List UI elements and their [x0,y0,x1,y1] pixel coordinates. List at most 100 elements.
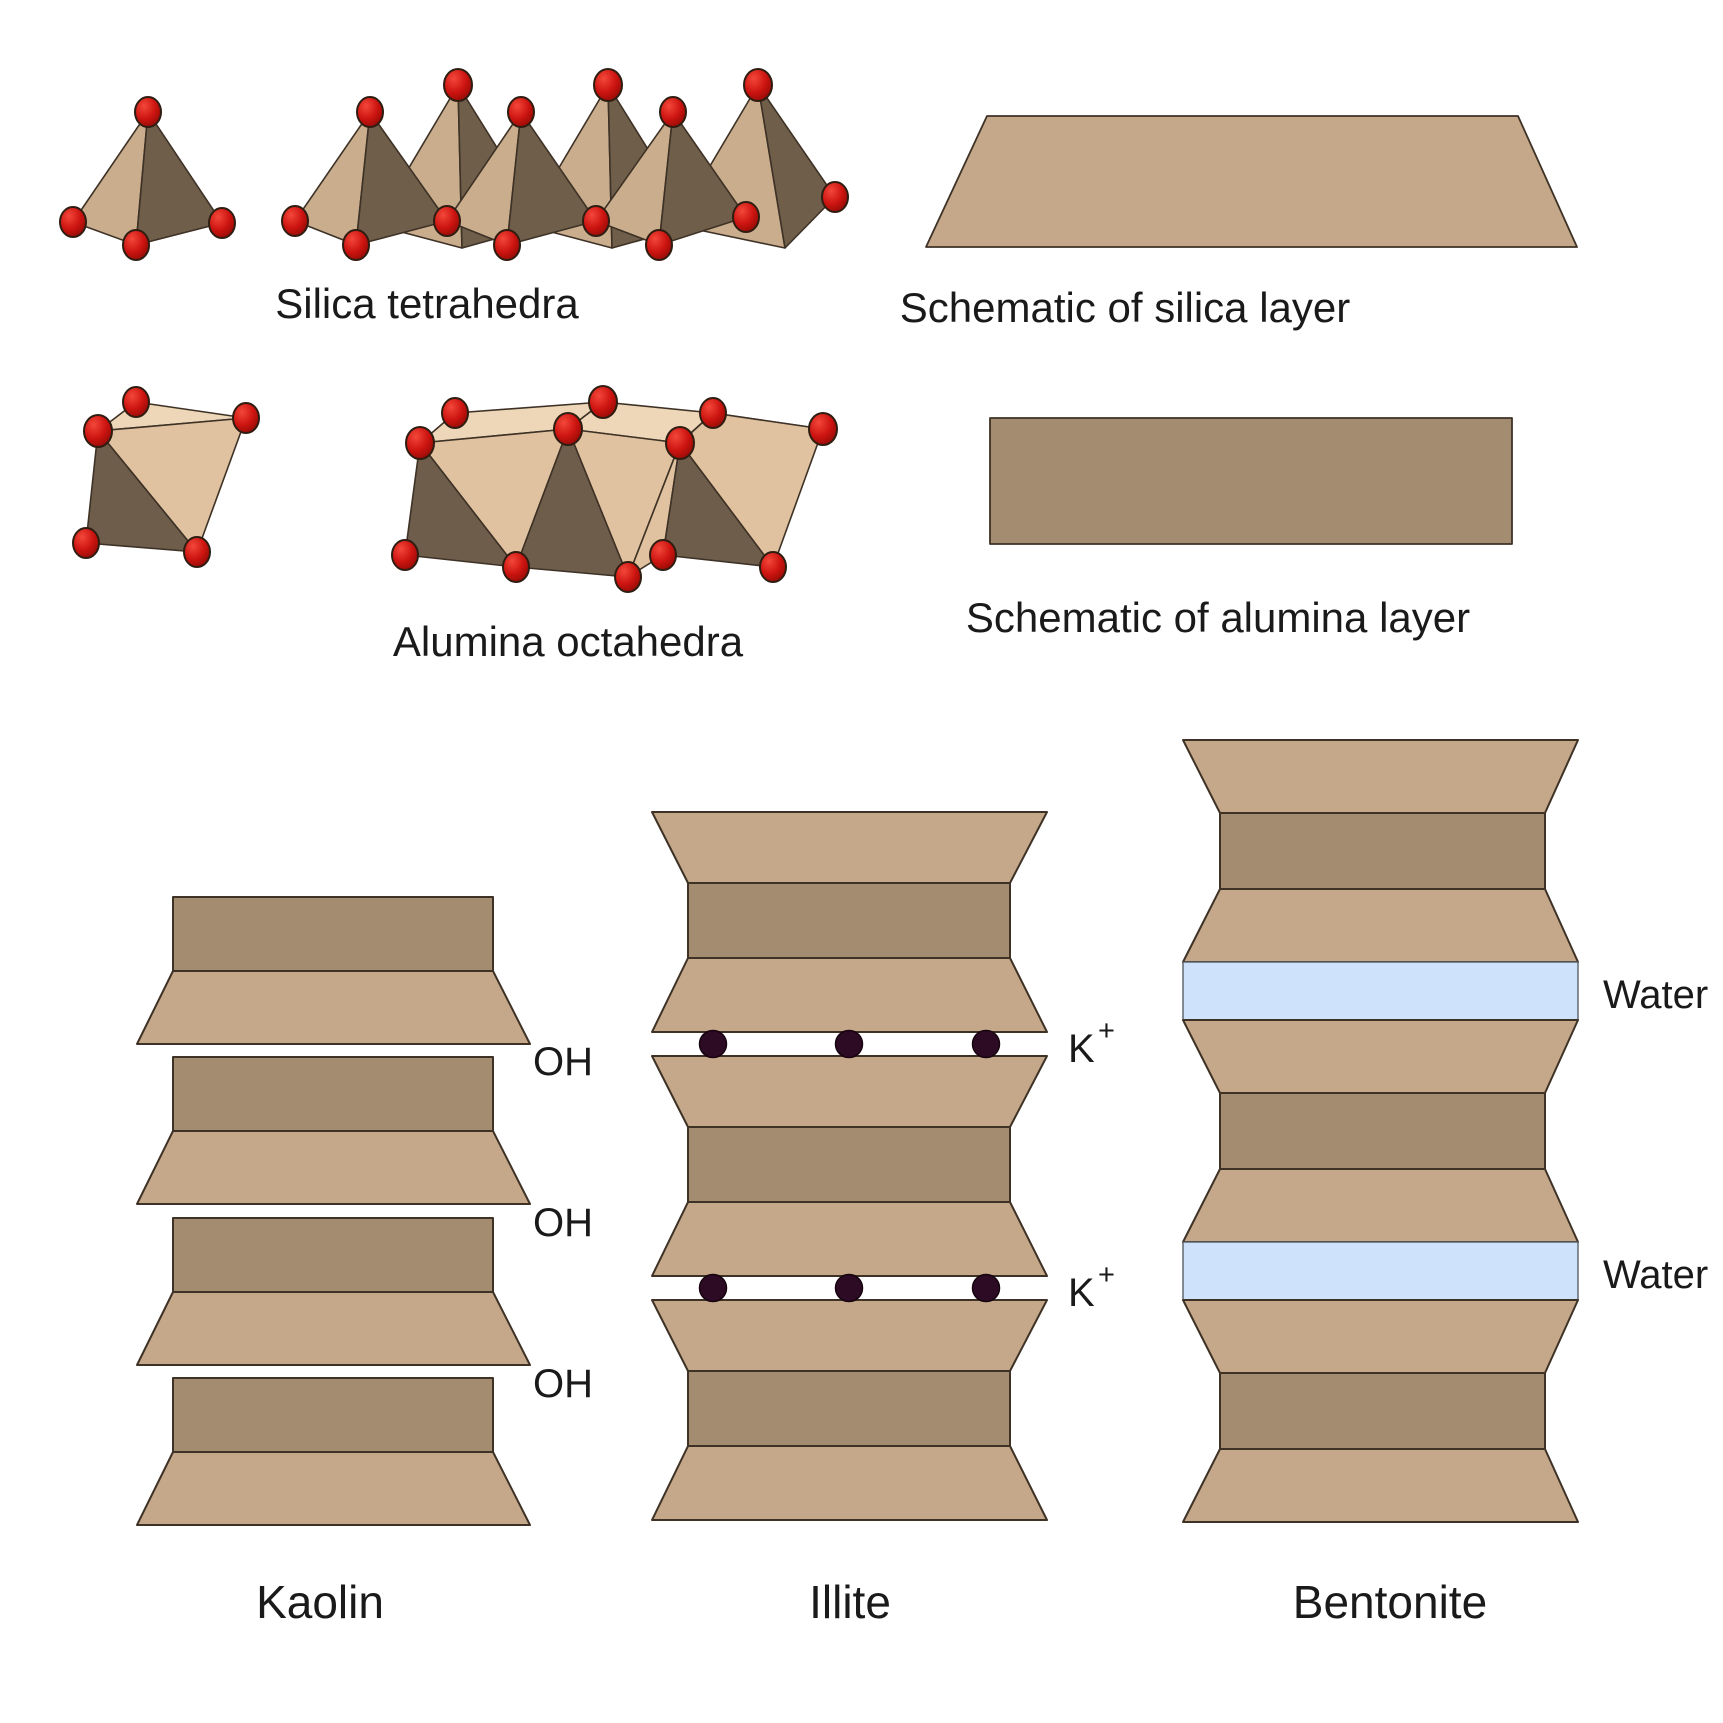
alumina-layer [172,1377,494,1453]
oxygen-atom [72,527,100,559]
oxygen-atom [122,229,150,261]
alumina-layer [687,1370,1011,1447]
alumina-layer [172,1217,494,1293]
silica-layer-shape [925,115,1578,248]
alumina-layer-schematic [989,417,1513,545]
silica-layer [136,1451,531,1526]
oxygen-atom [122,386,150,418]
silica-layer [651,1445,1048,1521]
tetrahedron-face-dark [757,84,836,249]
oxygen-atom [553,412,583,446]
octahedron-face-dark [515,428,629,578]
bentonite-label: Bentonite [1293,1576,1487,1628]
octahedron-face-dark [662,442,774,568]
silica-layer [1182,1168,1579,1243]
octahedron-face-dark [85,430,198,553]
oxygen-atom [645,229,673,261]
alumina-layer [1219,1372,1546,1450]
silica-layer-label: Schematic of silica layer [900,284,1351,331]
hydroxyl-label: OH [533,1201,593,1245]
hydroxyl-label: OH [533,1362,593,1406]
oxygen-atom [493,229,521,261]
potassium-ion-dot [698,1273,728,1303]
oxygen-atom [507,96,535,128]
potassium-label: K [1068,1027,1095,1071]
tetrahedron-face-dark [506,111,597,246]
water-interlayer [1182,1241,1579,1301]
water-interlayer [1182,961,1579,1021]
oxygen-atom [808,412,838,446]
potassium-ion-dot [834,1273,864,1303]
alumina-layer [687,882,1011,959]
silica-layer [651,1055,1048,1128]
water-label: Water [1603,1253,1708,1297]
silica-tetrahedron [59,96,236,261]
silica-layer [136,970,531,1045]
silica-layer [651,957,1048,1033]
water-label: Water [1603,973,1708,1017]
oxygen-atom [759,551,787,583]
oxygen-atom [665,426,695,460]
silica-layer [1182,1299,1579,1374]
silica-layer [1182,888,1579,963]
silica-layer [136,1130,531,1205]
alumina-octahedra-label: Alumina octahedra [393,618,744,665]
kaolin-stack: OH OH OH [136,896,593,1526]
oxygen-atom [649,539,677,571]
alumina-layer [1219,812,1546,890]
oxygen-atom [821,181,849,213]
potassium-ion-dot [971,1273,1001,1303]
oxygen-atom [441,397,469,429]
oxygen-atom [593,68,623,102]
octahedron-face-dark [404,442,517,568]
oxygen-atom [443,68,473,102]
silica-tetrahedra-row [281,68,849,261]
hydroxyl-label: OH [533,1040,593,1084]
oxygen-atom [502,551,530,583]
oxygen-atom [699,397,727,429]
tetrahedron-face-dark [355,111,448,246]
illite-stack: K + K + [651,811,1115,1521]
oxygen-atom [183,536,211,568]
oxygen-atom [614,561,642,593]
oxygen-atom [232,402,260,434]
potassium-ion-dot [834,1029,864,1059]
alumina-layer [172,896,494,972]
oxygen-atom [391,539,419,571]
oxygen-atom [208,207,236,239]
alumina-layer-shape [989,417,1513,545]
potassium-label-superscript: + [1098,1015,1115,1047]
oxygen-atom [659,96,687,128]
oxygen-atom [134,96,162,128]
bentonite-stack: Water Water [1182,739,1708,1523]
oxygen-atom [83,414,113,448]
oxygen-atom [588,385,618,419]
oxygen-atom [281,205,309,237]
oxygen-atom [433,205,461,237]
alumina-layer-label: Schematic of alumina layer [966,594,1470,641]
silica-layer [1182,739,1579,814]
oxygen-atom [732,201,760,233]
silica-layer [651,1201,1048,1277]
illite-label: Illite [809,1576,891,1628]
potassium-ion-dot [698,1029,728,1059]
silica-layer [1182,1019,1579,1094]
oxygen-atom [743,68,773,102]
silica-layer [651,1299,1048,1372]
silica-layer [1182,1448,1579,1523]
kaolin-label: Kaolin [256,1576,384,1628]
alumina-layer [1219,1092,1546,1170]
tetrahedron-face-dark [135,111,223,246]
potassium-ion-dot [971,1029,1001,1059]
oxygen-atom [59,206,87,238]
silica-tetrahedra-label: Silica tetrahedra [275,280,579,327]
oxygen-atom [582,205,610,237]
oxygen-atom [356,96,384,128]
silica-layer-schematic [925,115,1578,248]
potassium-label-superscript: + [1098,1259,1115,1291]
alumina-octahedron [72,386,260,568]
alumina-layer [687,1126,1011,1203]
oxygen-atom [405,426,435,460]
